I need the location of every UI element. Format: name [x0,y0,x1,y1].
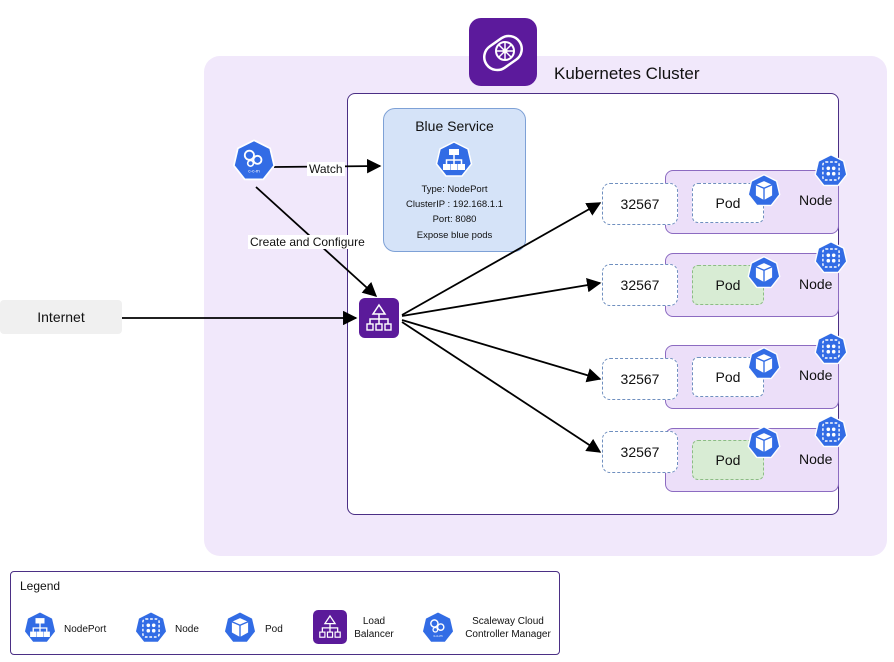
load-balancer-icon [358,298,400,338]
nodeport-2: 32567 [602,264,678,306]
service-type: Type: NodePort [421,184,488,195]
nodeport-4: 32567 [602,431,678,473]
internet-label: Internet [37,309,85,325]
blue-service-box [383,108,526,252]
service-clusterip: ClusterIP : 192.168.1.1 [406,199,503,210]
pod-icon [746,255,782,291]
nodeport-3-label: 32567 [620,371,660,387]
internet-box: Internet [0,300,122,334]
node-icon [813,331,849,367]
legend-lb-label: Load Balancer [354,616,394,640]
nodeport-1: 32567 [602,183,678,225]
ccm-icon [420,610,456,646]
legend-box [10,571,560,655]
nodeport-4-label: 32567 [620,444,660,460]
lb-to-node1-arrow [401,202,602,316]
pod-4-label: Pod [715,452,741,468]
pod-icon [746,346,782,382]
node-3-label: Node [799,367,833,383]
node-icon [133,610,169,646]
pod-icon [746,173,782,209]
node-icon [813,240,849,276]
legend-node-label: Node [175,624,199,635]
pod-3-label: Pod [715,369,741,385]
ccm-icon [231,138,277,184]
service-port: Port: 8080 [432,214,477,225]
legend-nodeport-label: NodePort [64,624,107,635]
pod-3: Pod [692,357,764,397]
node-4-label: Node [799,451,833,467]
legend-pod-label: Pod [265,624,283,635]
pod-2-label: Pod [715,277,741,293]
legend-ccm-label: Scaleway Cloud Controller Manager [465,616,551,640]
watch-label: Watch [307,162,345,176]
cluster-title: Kubernetes Cluster [554,64,700,83]
node-2-label: Node [799,276,833,292]
lb-to-node3-arrow [401,319,602,383]
create-configure-label: Create and Configure [248,235,367,249]
nodeport-2-label: 32567 [620,277,660,293]
legend-title: Legend [20,579,61,593]
lb-to-node2-arrow [401,278,602,317]
service-description: Expose blue pods [416,230,493,241]
kubernetes-logo-icon [469,18,537,86]
load-balancer-icon [313,610,347,644]
lb-to-node4-arrow [401,321,602,453]
node-1-label: Node [799,192,833,208]
pod-icon [746,425,782,461]
nodeport-1-label: 32567 [620,196,660,212]
nodeport-icon [22,610,58,646]
pod-icon [222,610,258,646]
node-icon [813,153,849,189]
pod-1-label: Pod [715,195,741,211]
nodeport-3: 32567 [602,358,678,400]
node-icon [813,414,849,450]
service-title: Blue Service [415,118,494,134]
